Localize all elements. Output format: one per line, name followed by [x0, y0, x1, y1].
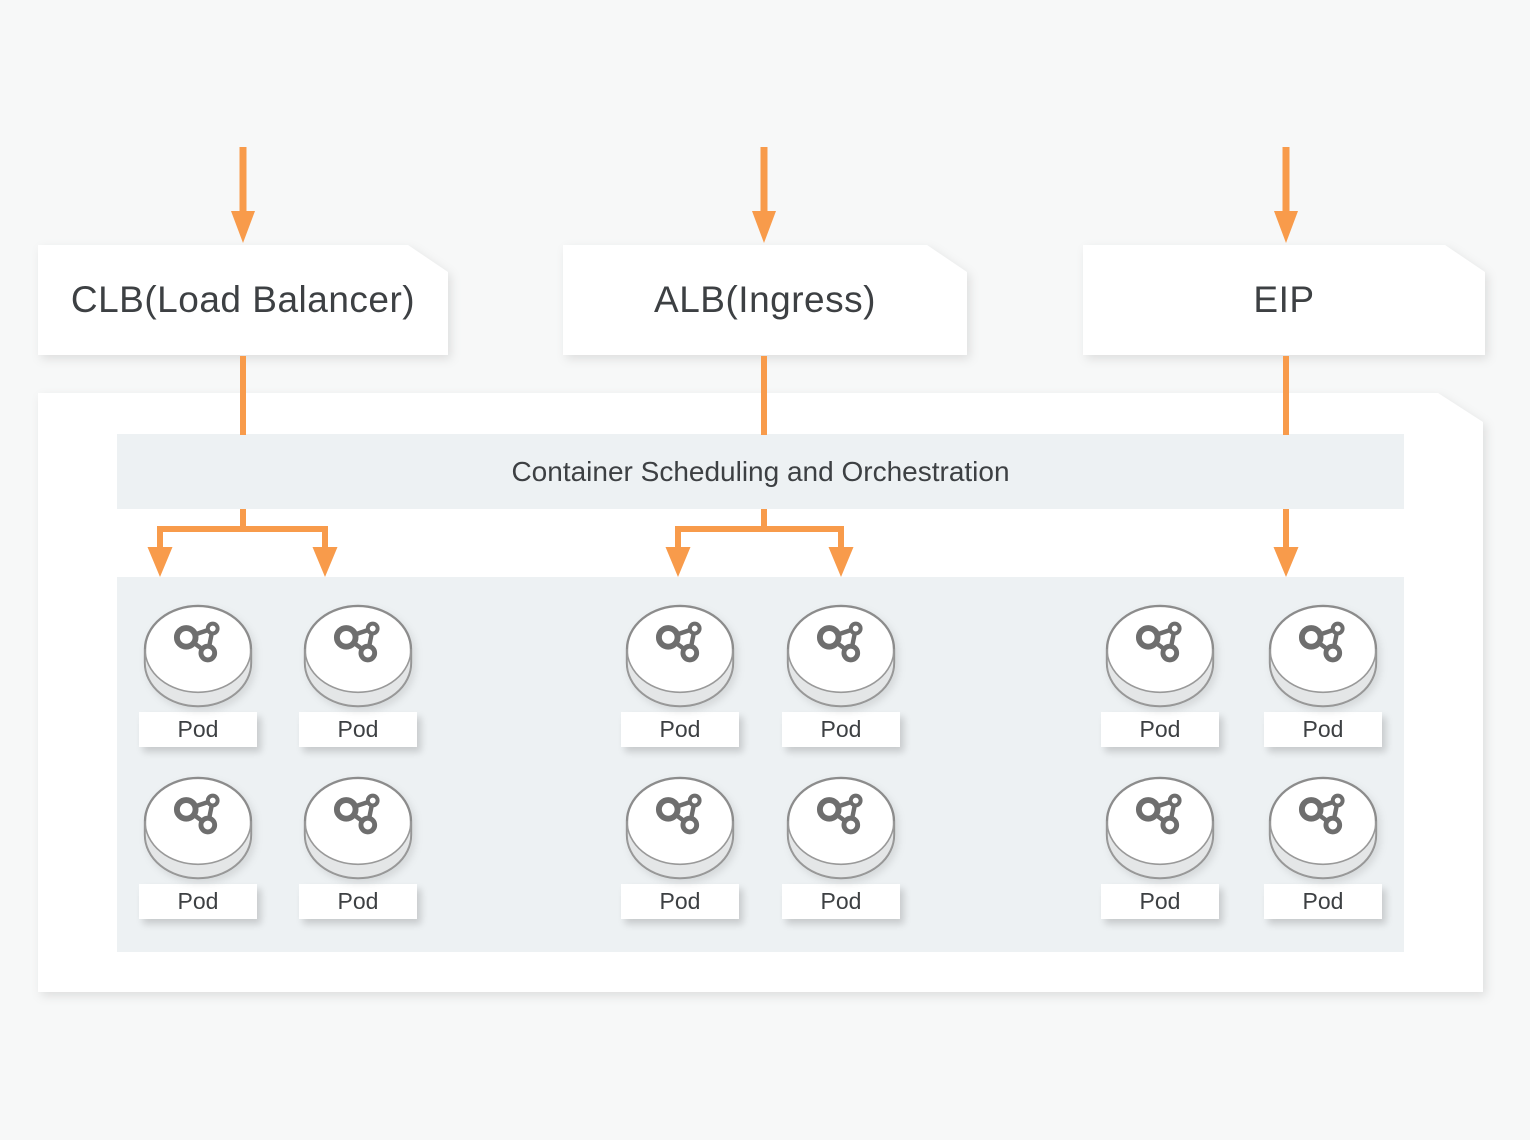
pod-label: Pod	[621, 884, 739, 919]
pod-cylinder-icon	[625, 776, 735, 880]
pod-cylinder-icon	[786, 604, 896, 708]
pod-label: Pod	[782, 884, 900, 919]
pod-node: Pod	[299, 776, 417, 919]
pod-label: Pod	[1264, 884, 1382, 919]
node-eip: EIP	[1083, 245, 1485, 355]
node-eip-label: EIP	[1253, 279, 1315, 320]
pod-label: Pod	[1101, 712, 1219, 747]
pod-label: Pod	[139, 884, 257, 919]
pod-cylinder-icon	[303, 604, 413, 708]
pod-node: Pod	[139, 776, 257, 919]
pod-label: Pod	[621, 712, 739, 747]
pod-node: Pod	[1264, 604, 1382, 747]
pod-cylinder-icon	[143, 776, 253, 880]
pod-cylinder-icon	[1268, 776, 1378, 880]
pod-cylinder-icon	[1268, 604, 1378, 708]
node-clb-surface: CLB(Load Balancer)	[38, 245, 448, 355]
pod-cylinder-icon	[303, 776, 413, 880]
pod-cylinder-icon	[1105, 604, 1215, 708]
node-alb: ALB(Ingress)	[563, 245, 967, 355]
pod-node: Pod	[299, 604, 417, 747]
pod-node: Pod	[1101, 604, 1219, 747]
arrow-into-eip	[1274, 147, 1298, 243]
pod-label: Pod	[1101, 884, 1219, 919]
pod-label: Pod	[299, 884, 417, 919]
orchestration-banner-label: Container Scheduling and Orchestration	[511, 455, 1010, 487]
pod-node: Pod	[782, 776, 900, 919]
pod-label: Pod	[299, 712, 417, 747]
pod-cylinder-icon	[1105, 776, 1215, 880]
pod-node: Pod	[621, 604, 739, 747]
pod-cylinder-icon	[786, 776, 896, 880]
pod-label: Pod	[139, 712, 257, 747]
orchestration-banner: Container Scheduling and Orchestration	[117, 434, 1404, 509]
arrow-into-alb	[752, 147, 776, 243]
pod-node: Pod	[1101, 776, 1219, 919]
pod-node: Pod	[1264, 776, 1382, 919]
node-eip-surface: EIP	[1083, 245, 1485, 355]
node-alb-label: ALB(Ingress)	[654, 279, 876, 320]
node-clb: CLB(Load Balancer)	[38, 245, 448, 355]
pod-label: Pod	[1264, 712, 1382, 747]
pod-cylinder-icon	[625, 604, 735, 708]
pod-node: Pod	[782, 604, 900, 747]
node-alb-surface: ALB(Ingress)	[563, 245, 967, 355]
pod-node: Pod	[621, 776, 739, 919]
pod-node: Pod	[139, 604, 257, 747]
arrow-into-clb	[231, 147, 255, 243]
pod-cylinder-icon	[143, 604, 253, 708]
pod-label: Pod	[782, 712, 900, 747]
node-clb-label: CLB(Load Balancer)	[70, 279, 416, 320]
